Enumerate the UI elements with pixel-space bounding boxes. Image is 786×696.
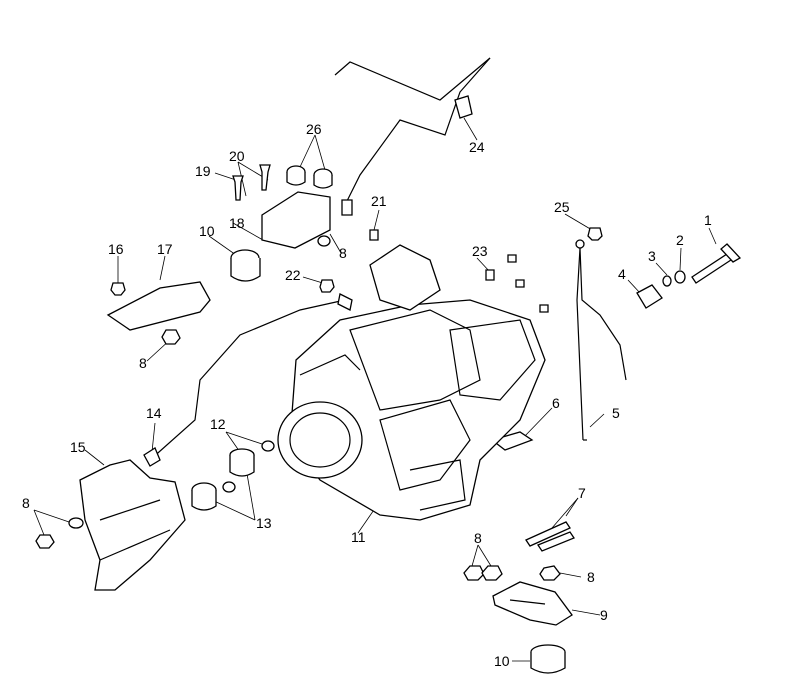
callout-18: 18	[229, 215, 245, 231]
callout-21: 21	[371, 193, 387, 209]
dipstick-part-5	[575, 239, 627, 441]
bracket-part-17	[106, 281, 211, 331]
callout-15: 15	[70, 439, 86, 455]
callout-13: 13	[256, 515, 272, 531]
callout-9: 9	[600, 607, 608, 623]
bolt-part-1	[691, 243, 742, 284]
bushing-part-4	[636, 284, 663, 309]
callout-3: 3	[648, 248, 656, 264]
callout-17: 17	[157, 241, 173, 257]
nuts-part-8	[35, 235, 561, 581]
mount-part-12	[229, 440, 275, 477]
callout-22: 22	[285, 267, 301, 283]
callout-8e: 8	[339, 245, 347, 261]
breather-line-part-24	[334, 57, 491, 216]
screw-part-25	[587, 227, 603, 241]
mount-part-10-top	[230, 249, 261, 282]
screw-part-19	[232, 175, 244, 201]
callout-10a: 10	[494, 653, 510, 669]
callout-2: 2	[676, 232, 684, 248]
callout-10b: 10	[199, 223, 215, 239]
callout-8d: 8	[22, 495, 30, 511]
washer-part-3	[662, 275, 672, 287]
callout-4: 4	[618, 266, 626, 282]
callout-6: 6	[552, 395, 560, 411]
engine-assembly-part-11	[277, 244, 546, 521]
callout-11: 11	[351, 529, 366, 545]
callout-1: 1	[704, 212, 712, 228]
fitting-part-22	[319, 279, 335, 293]
callout-8b: 8	[587, 569, 595, 585]
callout-20: 20	[229, 148, 245, 164]
fittings-part-23	[485, 254, 549, 313]
callout-labels: 1 2 3 4 5 6 7 8 8 8 8 8 9 10 10 11 12 13…	[22, 121, 712, 669]
callout-16: 16	[108, 241, 124, 257]
callout-7: 7	[578, 485, 586, 501]
callout-19: 19	[195, 163, 211, 179]
bolt-part-16	[110, 282, 126, 296]
fitting-part-21	[369, 229, 379, 241]
callout-24: 24	[469, 139, 485, 155]
callout-14: 14	[146, 405, 162, 421]
callout-8a: 8	[474, 530, 482, 546]
callout-26: 26	[306, 121, 322, 137]
mount-part-13	[191, 481, 236, 511]
hose-part-14	[143, 293, 353, 467]
callout-12: 12	[210, 416, 226, 432]
callout-23: 23	[472, 243, 488, 259]
plate-part-18	[261, 191, 331, 249]
washer-part-2	[674, 270, 686, 284]
grommets-part-26	[286, 165, 333, 189]
callout-8c: 8	[139, 355, 147, 371]
mount-part-10-bottom	[530, 644, 566, 674]
screw-part-20	[259, 164, 271, 191]
callout-25: 25	[554, 199, 570, 215]
callout-5: 5	[612, 405, 620, 421]
bracket-part-9	[492, 581, 573, 626]
gasket-part-6	[490, 431, 534, 451]
bolts-part-7	[525, 521, 575, 552]
bracket-part-15	[79, 459, 186, 591]
